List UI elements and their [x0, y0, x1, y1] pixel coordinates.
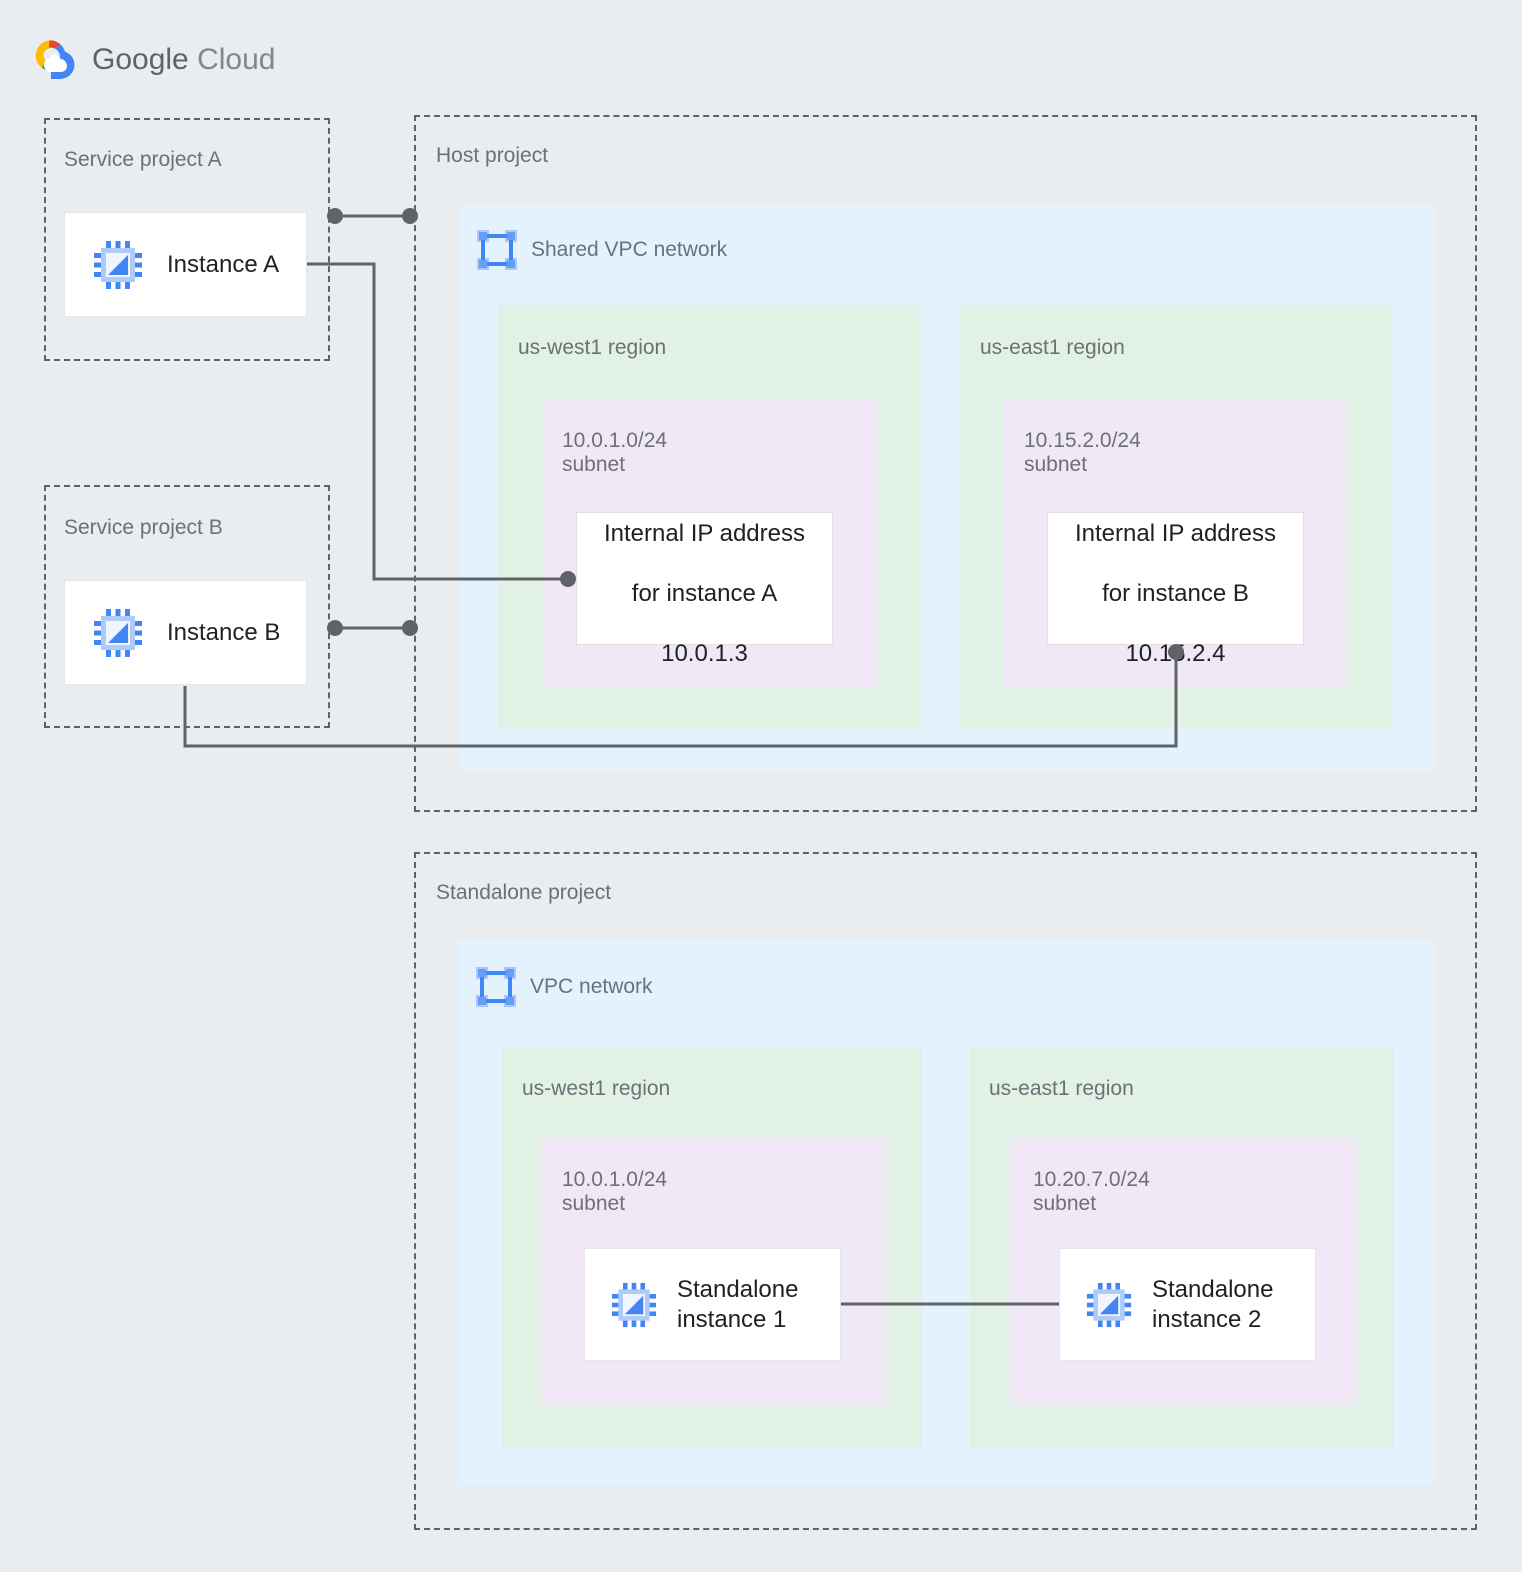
internal-ip-b-card[interactable]: Internal IP address for instance B 10.15… — [1047, 512, 1304, 667]
shared-vpc-network-title: Shared VPC network — [531, 238, 728, 261]
vpc-network-icon — [476, 967, 516, 1007]
internal-ip-a-text: Internal IP address for instance A 10.0.… — [604, 489, 805, 669]
subnet-cidr: 10.0.1.0/24 — [562, 1168, 668, 1191]
instance-a-label: Instance A — [167, 250, 280, 278]
subnet-kind: subnet — [562, 452, 626, 476]
host-region-us-west1-label: us-west1 region — [518, 336, 667, 359]
standalone-instance-1-line1: Standalone — [677, 1276, 799, 1304]
internal-ip-a-line2: for instance A — [631, 579, 778, 607]
service-project-b-label: Service project B — [64, 516, 223, 539]
subnet-cidr: 10.0.1.0/24 — [562, 429, 668, 452]
google-cloud-logo-icon — [35, 40, 75, 79]
connector-instance-b-to-host-project — [327, 620, 418, 636]
subnet-cidr: 10.15.2.0/24 — [1024, 429, 1141, 452]
subnet-kind: subnet — [562, 1191, 626, 1215]
brand-cloud: Cloud — [197, 43, 276, 76]
cpu-chip-icon — [94, 608, 142, 657]
internal-ip-b-line1: Internal IP address — [1074, 519, 1276, 547]
internal-ip-b-text: Internal IP address for instance B 10.15… — [1075, 489, 1276, 669]
standalone-instance-2-line1: Standalone — [1152, 1276, 1274, 1304]
standalone-instance-1-line2: instance 1 — [677, 1305, 787, 1333]
google-cloud-brand: Google Cloud — [30, 36, 275, 84]
standalone-project-container — [414, 852, 1477, 1530]
instance-b-label: Instance B — [167, 618, 281, 646]
vpc-network-title: VPC network — [530, 975, 653, 998]
service-project-a-label: Service project A — [64, 148, 222, 171]
connector-instance-a-to-host-project — [327, 208, 418, 224]
internal-ip-b-line3: 10.15.2.4 — [1125, 639, 1226, 667]
internal-ip-a-line1: Internal IP address — [603, 519, 805, 547]
brand-wordmark: Google Cloud — [92, 43, 275, 77]
vpc-network-icon — [477, 230, 517, 270]
internal-ip-b-line2: for instance B — [1102, 579, 1249, 607]
subnet-cidr: 10.20.7.0/24 — [1033, 1168, 1150, 1191]
shared-vpc-network-header: Shared VPC network — [477, 230, 727, 270]
subnet-kind: subnet — [1024, 452, 1088, 476]
standalone-region-us-west1-label: us-west1 region — [522, 1077, 671, 1100]
standalone-region-us-east1-label: us-east1 region — [989, 1077, 1134, 1100]
host-project-label: Host project — [436, 144, 549, 167]
instance-b-card[interactable]: Instance B — [64, 580, 307, 685]
cpu-chip-icon — [1086, 1282, 1132, 1327]
internal-ip-a-line3: 10.0.1.3 — [661, 639, 748, 667]
standalone-instance-2-line2: instance 2 — [1152, 1305, 1262, 1333]
host-region-us-east1-label: us-east1 region — [980, 336, 1125, 359]
vpc-network-header: VPC network — [476, 967, 653, 1007]
standalone-project-label: Standalone project — [436, 881, 612, 904]
subnet-kind: subnet — [1033, 1191, 1097, 1215]
brand-google: Google — [92, 43, 189, 76]
cpu-chip-icon — [94, 240, 142, 289]
service-project-a-container — [44, 118, 330, 361]
cpu-chip-icon — [611, 1282, 657, 1327]
internal-ip-a-card[interactable]: Internal IP address for instance A 10.0.… — [576, 512, 833, 667]
instance-a-card[interactable]: Instance A — [64, 212, 307, 317]
